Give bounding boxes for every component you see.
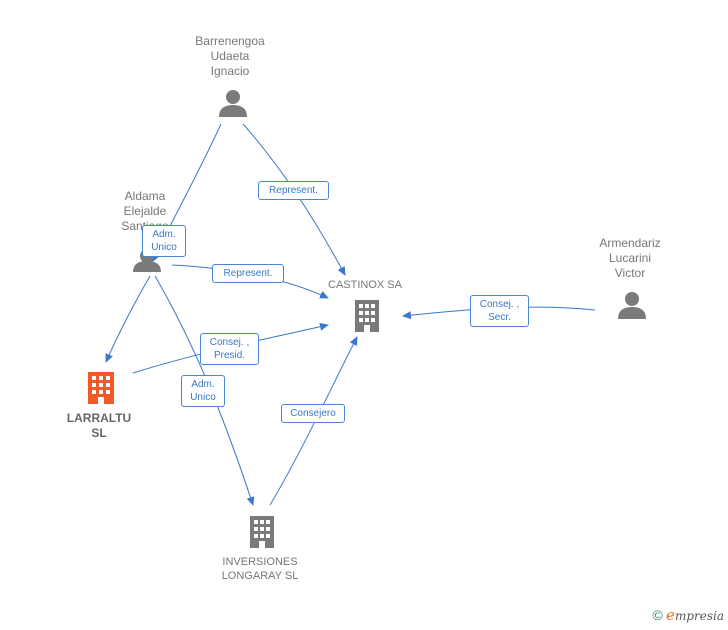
- building-icon-larraltu[interactable]: [88, 372, 114, 404]
- edge-label-inversiones-castinox: Consejero: [281, 404, 345, 423]
- edge-label-barrenengoa-castinox: Represent.: [258, 181, 329, 200]
- edge-label-aldama-castinox: Represent.: [212, 264, 284, 283]
- edge-aldama-larraltu: [105, 275, 151, 363]
- edge-label-aldama-inversiones: Adm. Unico: [181, 375, 225, 407]
- building-icon-castinox[interactable]: [355, 300, 379, 332]
- person-icon-barrenengoa[interactable]: [219, 90, 247, 117]
- node-label-inversiones[interactable]: INVERSIONES LONGARAY SL: [221, 556, 299, 582]
- building-icon-inversiones[interactable]: [250, 516, 274, 548]
- copyright-symbol: ©: [652, 607, 663, 623]
- node-label-castinox[interactable]: CASTINOX SA: [328, 279, 402, 291]
- empresia-watermark: © empresia: [652, 606, 724, 624]
- empresia-logo-text: mpresia: [674, 609, 724, 623]
- edge-label-barrenengoa-aldama: Adm. Unico: [142, 225, 186, 257]
- node-label-larraltu[interactable]: LARRALTU SL: [66, 411, 132, 440]
- empresia-logo-initial: e: [666, 606, 675, 624]
- person-icon-armendariz[interactable]: [618, 292, 646, 319]
- node-label-barrenengoa[interactable]: Barrenengoa Udaeta Ignacio: [195, 34, 265, 78]
- edge-label-larraltu-castinox: Consej. , Presid.: [200, 333, 259, 365]
- edge-label-armendariz-castinox: Consej. , Secr.: [470, 295, 529, 327]
- node-label-armendariz[interactable]: Armendariz Lucarini Victor: [599, 236, 661, 280]
